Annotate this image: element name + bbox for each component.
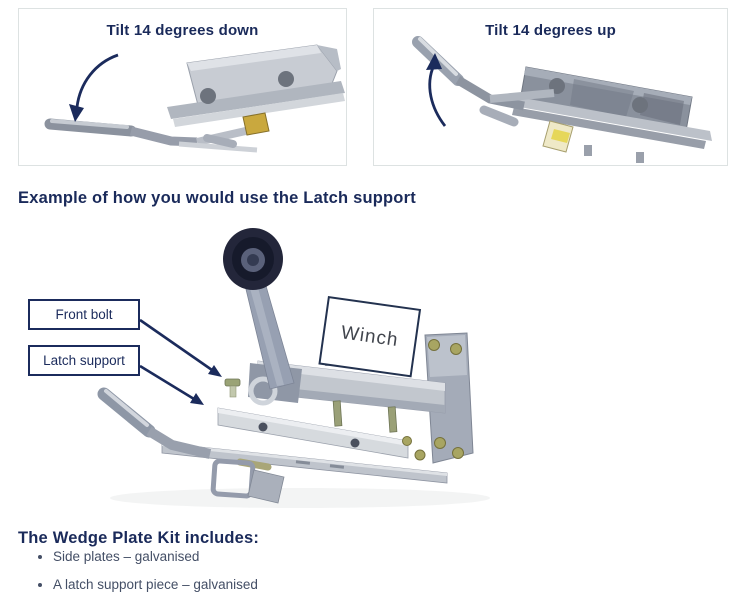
assembly-photo [97, 228, 490, 508]
front-bolt-label-box: Front bolt [28, 299, 140, 330]
kit-item: Side plates – galvanised [53, 549, 258, 565]
tilt-up-photo [412, 36, 712, 163]
kit-heading: The Wedge Plate Kit includes: [18, 529, 260, 547]
tilt-down-photo [44, 44, 345, 153]
kit-item: A latch support piece – galvanised [53, 577, 258, 593]
latch-support-label-box: Latch support [28, 345, 140, 376]
tilt-up-panel: Tilt 14 degrees up [373, 8, 728, 166]
kit-list: Side plates – galvanised A latch support… [36, 549, 258, 605]
wedge-plate-tilted-up-illustration [412, 36, 712, 163]
winch-mount-assembly-illustration [97, 228, 490, 508]
curved-arrow-up-icon [426, 53, 447, 127]
latch-support-example-figure: Front bolt Latch support Winch [0, 215, 751, 515]
winch-card: Winch [318, 296, 422, 378]
latch-support-arrow-icon [139, 364, 204, 405]
front-bolt-arrow-icon [139, 318, 222, 377]
tilt-down-title: Tilt 14 degrees down [106, 22, 259, 39]
wedge-plate-tilted-down-illustration [44, 44, 345, 153]
tilt-up-title: Tilt 14 degrees up [485, 22, 616, 39]
curved-arrow-down-icon [69, 53, 119, 122]
example-heading: Example of how you would use the Latch s… [18, 189, 416, 207]
tilt-down-panel: Tilt 14 degrees down [18, 8, 347, 166]
